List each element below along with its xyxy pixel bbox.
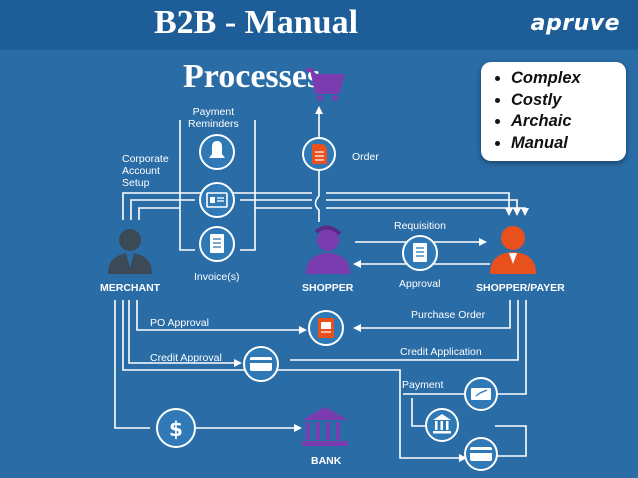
bullet-manual: Manual xyxy=(511,133,626,155)
payment-check-icon xyxy=(464,377,498,411)
bell-icon xyxy=(199,134,235,170)
shopper-payer-label: SHOPPER/PAYER xyxy=(476,282,565,294)
account-card-icon xyxy=(199,182,235,218)
payment-card-icon xyxy=(464,437,498,471)
bullet-costly: Costly xyxy=(511,90,626,112)
purchase-order-label: Purchase Order xyxy=(411,309,486,321)
apruve-logo: apruve xyxy=(530,11,620,36)
payment-label: Payment xyxy=(402,379,444,391)
bank-icon xyxy=(302,407,348,446)
bank-label: BANK xyxy=(311,455,342,467)
bullet-complex: Complex xyxy=(511,68,626,90)
shopping-cart-icon xyxy=(306,68,344,101)
credit-approval-label: Credit Approval xyxy=(150,352,222,364)
payment-bank-icon xyxy=(425,408,459,442)
credit-application-label: Credit Application xyxy=(400,346,482,358)
credit-card-icon xyxy=(243,346,279,382)
attributes-callout: Complex Costly Archaic Manual xyxy=(481,62,626,161)
order-document-icon xyxy=(302,137,336,171)
shopper-person-icon xyxy=(306,225,350,274)
slide-title-line2: Processes xyxy=(183,58,321,95)
svg-text:$: $ xyxy=(169,417,183,441)
attributes-list: Complex Costly Archaic Manual xyxy=(481,62,626,154)
requisition-document-icon xyxy=(402,235,438,271)
title-band xyxy=(0,0,638,50)
slide-title-line1: B2B - Manual xyxy=(154,4,359,41)
merchant-label: MERCHANT xyxy=(100,282,161,294)
dollar-icon: $ xyxy=(156,408,196,448)
merchant-person-icon xyxy=(108,229,152,274)
bullet-archaic: Archaic xyxy=(511,111,626,133)
corporate-account-setup-label: Corporate Account Setup xyxy=(122,153,169,189)
shopper-label: SHOPPER xyxy=(302,282,354,294)
po-approval-label: PO Approval xyxy=(150,317,209,329)
requisition-label: Requisition xyxy=(394,220,446,232)
payment-reminders-label: Payment Reminders xyxy=(188,106,239,130)
approval-label: Approval xyxy=(399,278,441,290)
invoices-label: Invoice(s) xyxy=(194,271,240,283)
purchase-order-document-icon xyxy=(308,310,344,346)
order-label: Order xyxy=(352,151,379,163)
invoice-document-icon xyxy=(199,226,235,262)
shopper-payer-person-icon xyxy=(490,226,536,274)
